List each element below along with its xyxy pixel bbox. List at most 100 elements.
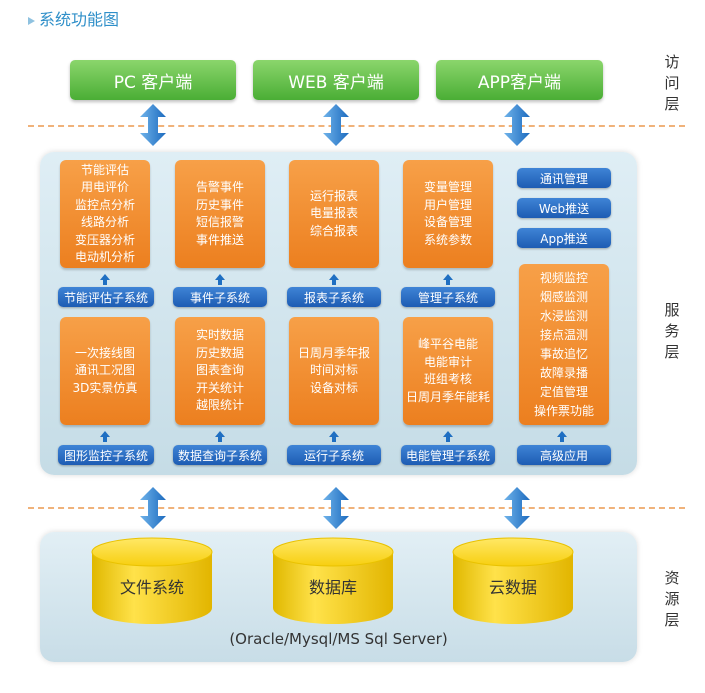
module-item: 历史事件 <box>195 197 244 212</box>
client-pc: PC 客户端 <box>70 60 236 100</box>
separator-bottom <box>28 507 685 509</box>
up-arrow-icon <box>215 431 225 442</box>
up-arrow-icon <box>100 274 110 285</box>
layer-char: 层 <box>664 95 680 113</box>
up-arrow-icon <box>329 431 339 442</box>
module-item: 监控点分析 <box>74 197 135 212</box>
database-note: (Oracle/Mysql/MS Sql Server) <box>229 630 448 648</box>
module-item: 线路分析 <box>80 215 129 229</box>
module-item: 接点温测 <box>539 327 588 342</box>
module-energy-assessment: 节能评估 用电评价 监控点分析 线路分析 变压器分析 电动机分析 <box>60 160 150 268</box>
double-arrow-icon <box>323 487 349 529</box>
module-item: 越限统计 <box>195 398 244 413</box>
module-item: 峰平谷电能 <box>417 337 478 351</box>
module-energy-management: 峰平谷电能 电能审计 班组考核 日周月季年能耗 <box>403 317 493 425</box>
double-arrow-icon <box>140 487 166 529</box>
subsystem-label: 管理子系统 <box>401 287 495 307</box>
module-item: 设备管理 <box>423 215 472 229</box>
module-item: 用户管理 <box>423 197 472 212</box>
module-item: 一次接线图 <box>74 345 135 360</box>
module-item: 设备对标 <box>309 380 358 395</box>
module-item: 电能审计 <box>423 354 472 369</box>
separator-top <box>28 125 685 127</box>
page-title-text: 系统功能图 <box>39 10 120 29</box>
layer-label-service: 服 务 层 <box>660 300 684 363</box>
module-item: 图表查询 <box>195 363 244 378</box>
layer-label-resource: 资 源 层 <box>660 568 684 631</box>
client-app: APP客户端 <box>436 60 603 100</box>
module-item: 短信报警 <box>195 215 244 229</box>
module-item: 开关统计 <box>195 380 244 395</box>
module-item: 用电评价 <box>80 180 129 194</box>
subsystem-label: 数据查询子系统 <box>173 445 267 465</box>
module-report: 运行报表 电量报表 综合报表 <box>289 160 379 268</box>
module-graphic-monitoring: 一次接线图 通讯工况图 3D实景仿真 <box>60 317 150 425</box>
double-arrow-icon <box>140 104 166 146</box>
pill-web-push: Web推送 <box>517 198 611 218</box>
module-item: 历史数据 <box>195 345 244 360</box>
up-arrow-icon <box>329 274 339 285</box>
module-item: 电动机分析 <box>74 250 135 264</box>
module-item: 事故追忆 <box>539 346 588 361</box>
module-item: 日周月季年报 <box>297 345 370 360</box>
double-arrow-icon <box>323 104 349 146</box>
up-arrow-icon <box>443 274 453 285</box>
module-item: 事件推送 <box>195 232 244 247</box>
module-item: 视频监控 <box>539 270 588 285</box>
subsystem-label: 报表子系统 <box>287 287 381 307</box>
module-item: 变量管理 <box>423 180 472 194</box>
page-title: 系统功能图 <box>28 6 119 30</box>
module-item: 烟感监测 <box>539 289 588 304</box>
layer-char: 务 <box>664 322 680 340</box>
layer-label-access: 访 问 层 <box>660 52 684 115</box>
double-arrow-icon <box>504 487 530 529</box>
module-item: 告警事件 <box>195 180 244 194</box>
module-item: 日周月季年能耗 <box>405 389 490 404</box>
module-item: 班组考核 <box>423 372 472 386</box>
module-data-query: 实时数据 历史数据 图表查询 开关统计 越限统计 <box>175 317 265 425</box>
layer-char: 源 <box>664 590 680 608</box>
module-item: 实时数据 <box>195 328 244 343</box>
layer-char: 层 <box>664 611 680 629</box>
module-item: 电量报表 <box>309 206 358 221</box>
module-item: 操作票功能 <box>533 403 594 418</box>
module-event: 告警事件 历史事件 短信报警 事件推送 <box>175 160 265 268</box>
subsystem-label: 电能管理子系统 <box>401 445 495 465</box>
resource-cylinders: 文件系统 数据库 云数据 <box>91 537 574 624</box>
module-item: 时间对标 <box>309 363 358 378</box>
module-operation: 日周月季年报 时间对标 设备对标 <box>289 317 379 425</box>
module-item: 系统参数 <box>423 232 472 247</box>
subsystem-label: 运行子系统 <box>287 445 381 465</box>
module-item: 运行报表 <box>309 188 358 203</box>
module-item: 综合报表 <box>309 223 358 238</box>
up-arrow-icon <box>443 431 453 442</box>
resource-label: 云数据 <box>489 578 537 597</box>
cylinder-database: 数据库 <box>272 537 394 624</box>
double-arrow-icon <box>504 104 530 146</box>
layer-char: 访 <box>664 53 680 71</box>
subsystem-label: 图形监控子系统 <box>58 445 154 465</box>
pill-communication-management: 通讯管理 <box>517 168 611 188</box>
title-arrow-icon <box>28 16 35 25</box>
cylinder-cloud-data: 云数据 <box>452 537 574 624</box>
module-item: 变压器分析 <box>74 232 135 247</box>
client-web: WEB 客户端 <box>253 60 419 100</box>
module-item: 通讯工况图 <box>74 363 135 378</box>
layer-char: 资 <box>664 569 680 587</box>
module-item: 故障录播 <box>539 365 588 380</box>
resource-label: 文件系统 <box>120 578 184 597</box>
module-item: 水浸监测 <box>539 308 588 323</box>
subsystem-label: 节能评估子系统 <box>58 287 154 307</box>
module-management: 变量管理 用户管理 设备管理 系统参数 <box>403 160 493 268</box>
subsystem-label: 事件子系统 <box>173 287 267 307</box>
module-item: 3D实景仿真 <box>72 380 138 395</box>
module-item: 节能评估 <box>80 162 129 177</box>
module-advanced-applications: 视频监控 烟感监测 水浸监测 接点温测 事故追忆 故障录播 定值管理 操作票功能 <box>519 264 609 425</box>
up-arrow-icon <box>100 431 110 442</box>
module-item: 定值管理 <box>539 384 588 399</box>
cylinder-file-system: 文件系统 <box>91 537 213 624</box>
up-arrow-icon <box>557 431 567 442</box>
resource-label: 数据库 <box>309 578 357 597</box>
layer-char: 层 <box>664 343 680 361</box>
layer-char: 问 <box>664 74 680 92</box>
